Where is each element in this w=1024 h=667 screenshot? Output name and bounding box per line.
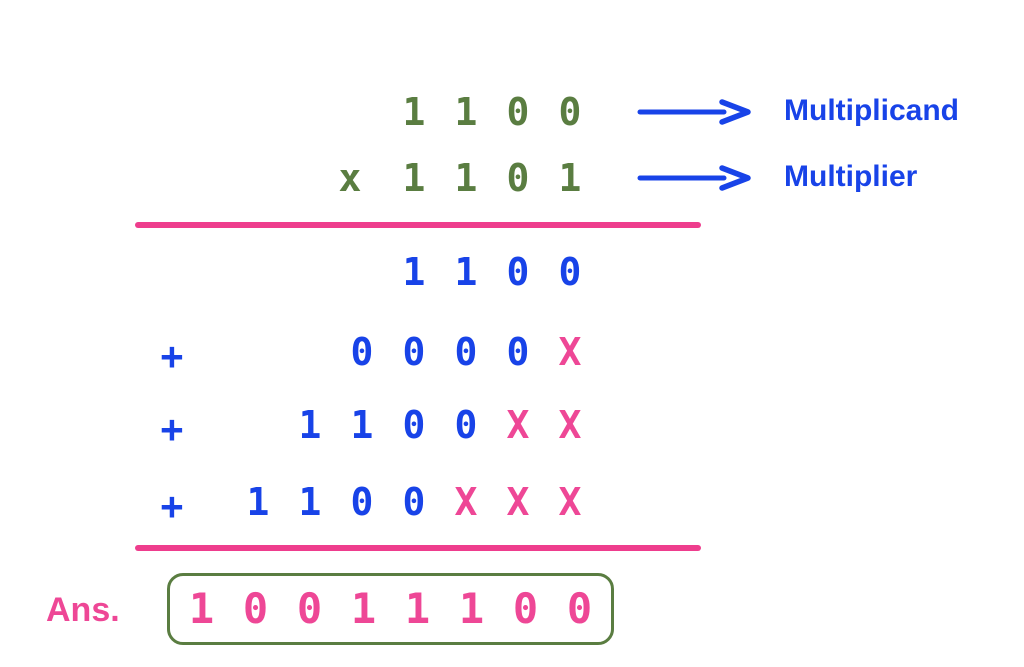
partial-product-digit: 1: [246, 480, 270, 524]
arrow-right-icon: [637, 99, 751, 125]
partial-product-digit: 1: [350, 403, 374, 447]
multiplier-digits: x 1 1 0 1: [324, 152, 596, 204]
answer-digit: 1: [404, 584, 431, 633]
partial-product-digit: 0: [402, 330, 426, 374]
partial-product-digit: 1: [402, 250, 426, 294]
partial-product-digits: 1 1 0 0: [388, 246, 596, 298]
multiplier-digit: 1: [402, 156, 426, 200]
horizontal-rule: [135, 545, 701, 551]
partial-product-digits: 1 1 0 0 X X: [284, 399, 596, 451]
partial-product-row: 1 1 0 0: [0, 246, 1024, 298]
multiply-sign: x: [338, 156, 362, 200]
answer-digit: 0: [296, 584, 323, 633]
answer-digit: 0: [566, 584, 593, 633]
answer-digit: 1: [458, 584, 485, 633]
arrow-right-icon: [637, 165, 751, 191]
partial-product-digit: 1: [298, 403, 322, 447]
answer-digit: 0: [512, 584, 539, 633]
shift-placeholder: X: [558, 330, 582, 374]
shift-placeholder: X: [506, 480, 530, 524]
partial-product-digit: 0: [350, 480, 374, 524]
shift-placeholder: X: [454, 480, 478, 524]
multiplier-digit: 0: [506, 156, 530, 200]
answer-digit: 1: [350, 584, 377, 633]
partial-product-row: + 0 0 0 0 X: [0, 326, 1024, 378]
partial-product-digit: 0: [506, 330, 530, 374]
partial-product-row: + 1 1 0 0 X X X: [0, 476, 1024, 528]
answer-digit: 0: [242, 584, 269, 633]
partial-product-digit: 1: [298, 480, 322, 524]
partial-product-digit: 0: [506, 250, 530, 294]
partial-product-digit: 1: [454, 250, 478, 294]
answer-digit: 1: [188, 584, 215, 633]
multiplicand-digit: 1: [454, 90, 478, 134]
partial-product-digit: 0: [402, 480, 426, 524]
multiplicand-digits: 1 1 0 0: [388, 86, 596, 138]
plus-sign: +: [160, 484, 184, 528]
partial-product-digit: 0: [402, 403, 426, 447]
partial-product-row: + 1 1 0 0 X X: [0, 399, 1024, 451]
multiplier-label: Multiplier: [784, 160, 918, 193]
shift-placeholder: X: [558, 480, 582, 524]
plus-sign: +: [160, 334, 184, 378]
multiplicand-digit: 1: [402, 90, 426, 134]
partial-product-digits: 1 1 0 0 X X X: [232, 476, 596, 528]
shift-placeholder: X: [558, 403, 582, 447]
multiplier-digit: 1: [558, 156, 582, 200]
answer-label: Ans.: [46, 591, 120, 629]
answer-box: 1 0 0 1 1 1 0 0: [167, 573, 614, 645]
partial-product-digit: 0: [454, 403, 478, 447]
multiplicand-digit: 0: [506, 90, 530, 134]
partial-product-digit: 0: [454, 330, 478, 374]
partial-product-digit: 0: [558, 250, 582, 294]
plus-sign: +: [160, 407, 184, 451]
multiplier-row: x 1 1 0 1: [0, 152, 1024, 204]
multiplicand-label: Multiplicand: [784, 94, 959, 127]
multiplier-digit: 1: [454, 156, 478, 200]
multiplicand-row: 1 1 0 0: [0, 86, 1024, 138]
horizontal-rule: [135, 222, 701, 228]
partial-product-digit: 0: [350, 330, 374, 374]
partial-product-digits: 0 0 0 0 X: [336, 326, 596, 378]
multiplicand-digit: 0: [558, 90, 582, 134]
shift-placeholder: X: [506, 403, 530, 447]
